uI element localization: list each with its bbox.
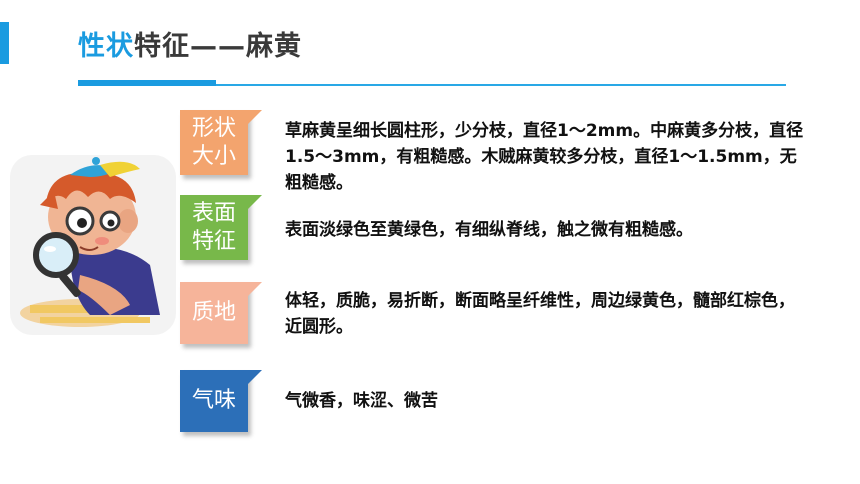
label-smell: 气味: [180, 370, 262, 432]
left-accent-bar: [0, 22, 9, 64]
desc-shape-size: 草麻黄呈细长圆柱形，少分枝，直径1～2mm。中麻黄多分枝，直径1.5～3mm，有…: [285, 121, 804, 193]
label-surface-text: 表面 特征: [191, 200, 236, 254]
title-underline: [78, 84, 786, 86]
label-surface: 表面 特征: [180, 195, 262, 260]
label-texture-text: 质地: [191, 300, 236, 325]
label-shape-size: 形状 大小: [180, 110, 262, 175]
title-underline-accent: [78, 80, 216, 86]
label-smell-text: 气味: [191, 388, 236, 413]
label-shape-size-text: 形状 大小: [191, 115, 236, 169]
desc-smell: 气微香，味涩、微苦: [285, 391, 438, 411]
title-rest: 特征——麻黄: [134, 31, 302, 62]
page-title: 性状特征——麻黄: [78, 24, 302, 63]
title-highlight: 性状: [78, 31, 134, 62]
label-texture: 质地: [180, 282, 262, 344]
desc-surface: 表面淡绿色至黄绿色，有细纵脊线，触之微有粗糙感。: [285, 220, 693, 240]
desc-texture: 体轻，质脆，易折断，断面略呈纤维性，周边绿黄色，髓部红棕色，近圆形。: [285, 291, 795, 337]
boy-magnifying-glass-icon: [10, 155, 176, 335]
